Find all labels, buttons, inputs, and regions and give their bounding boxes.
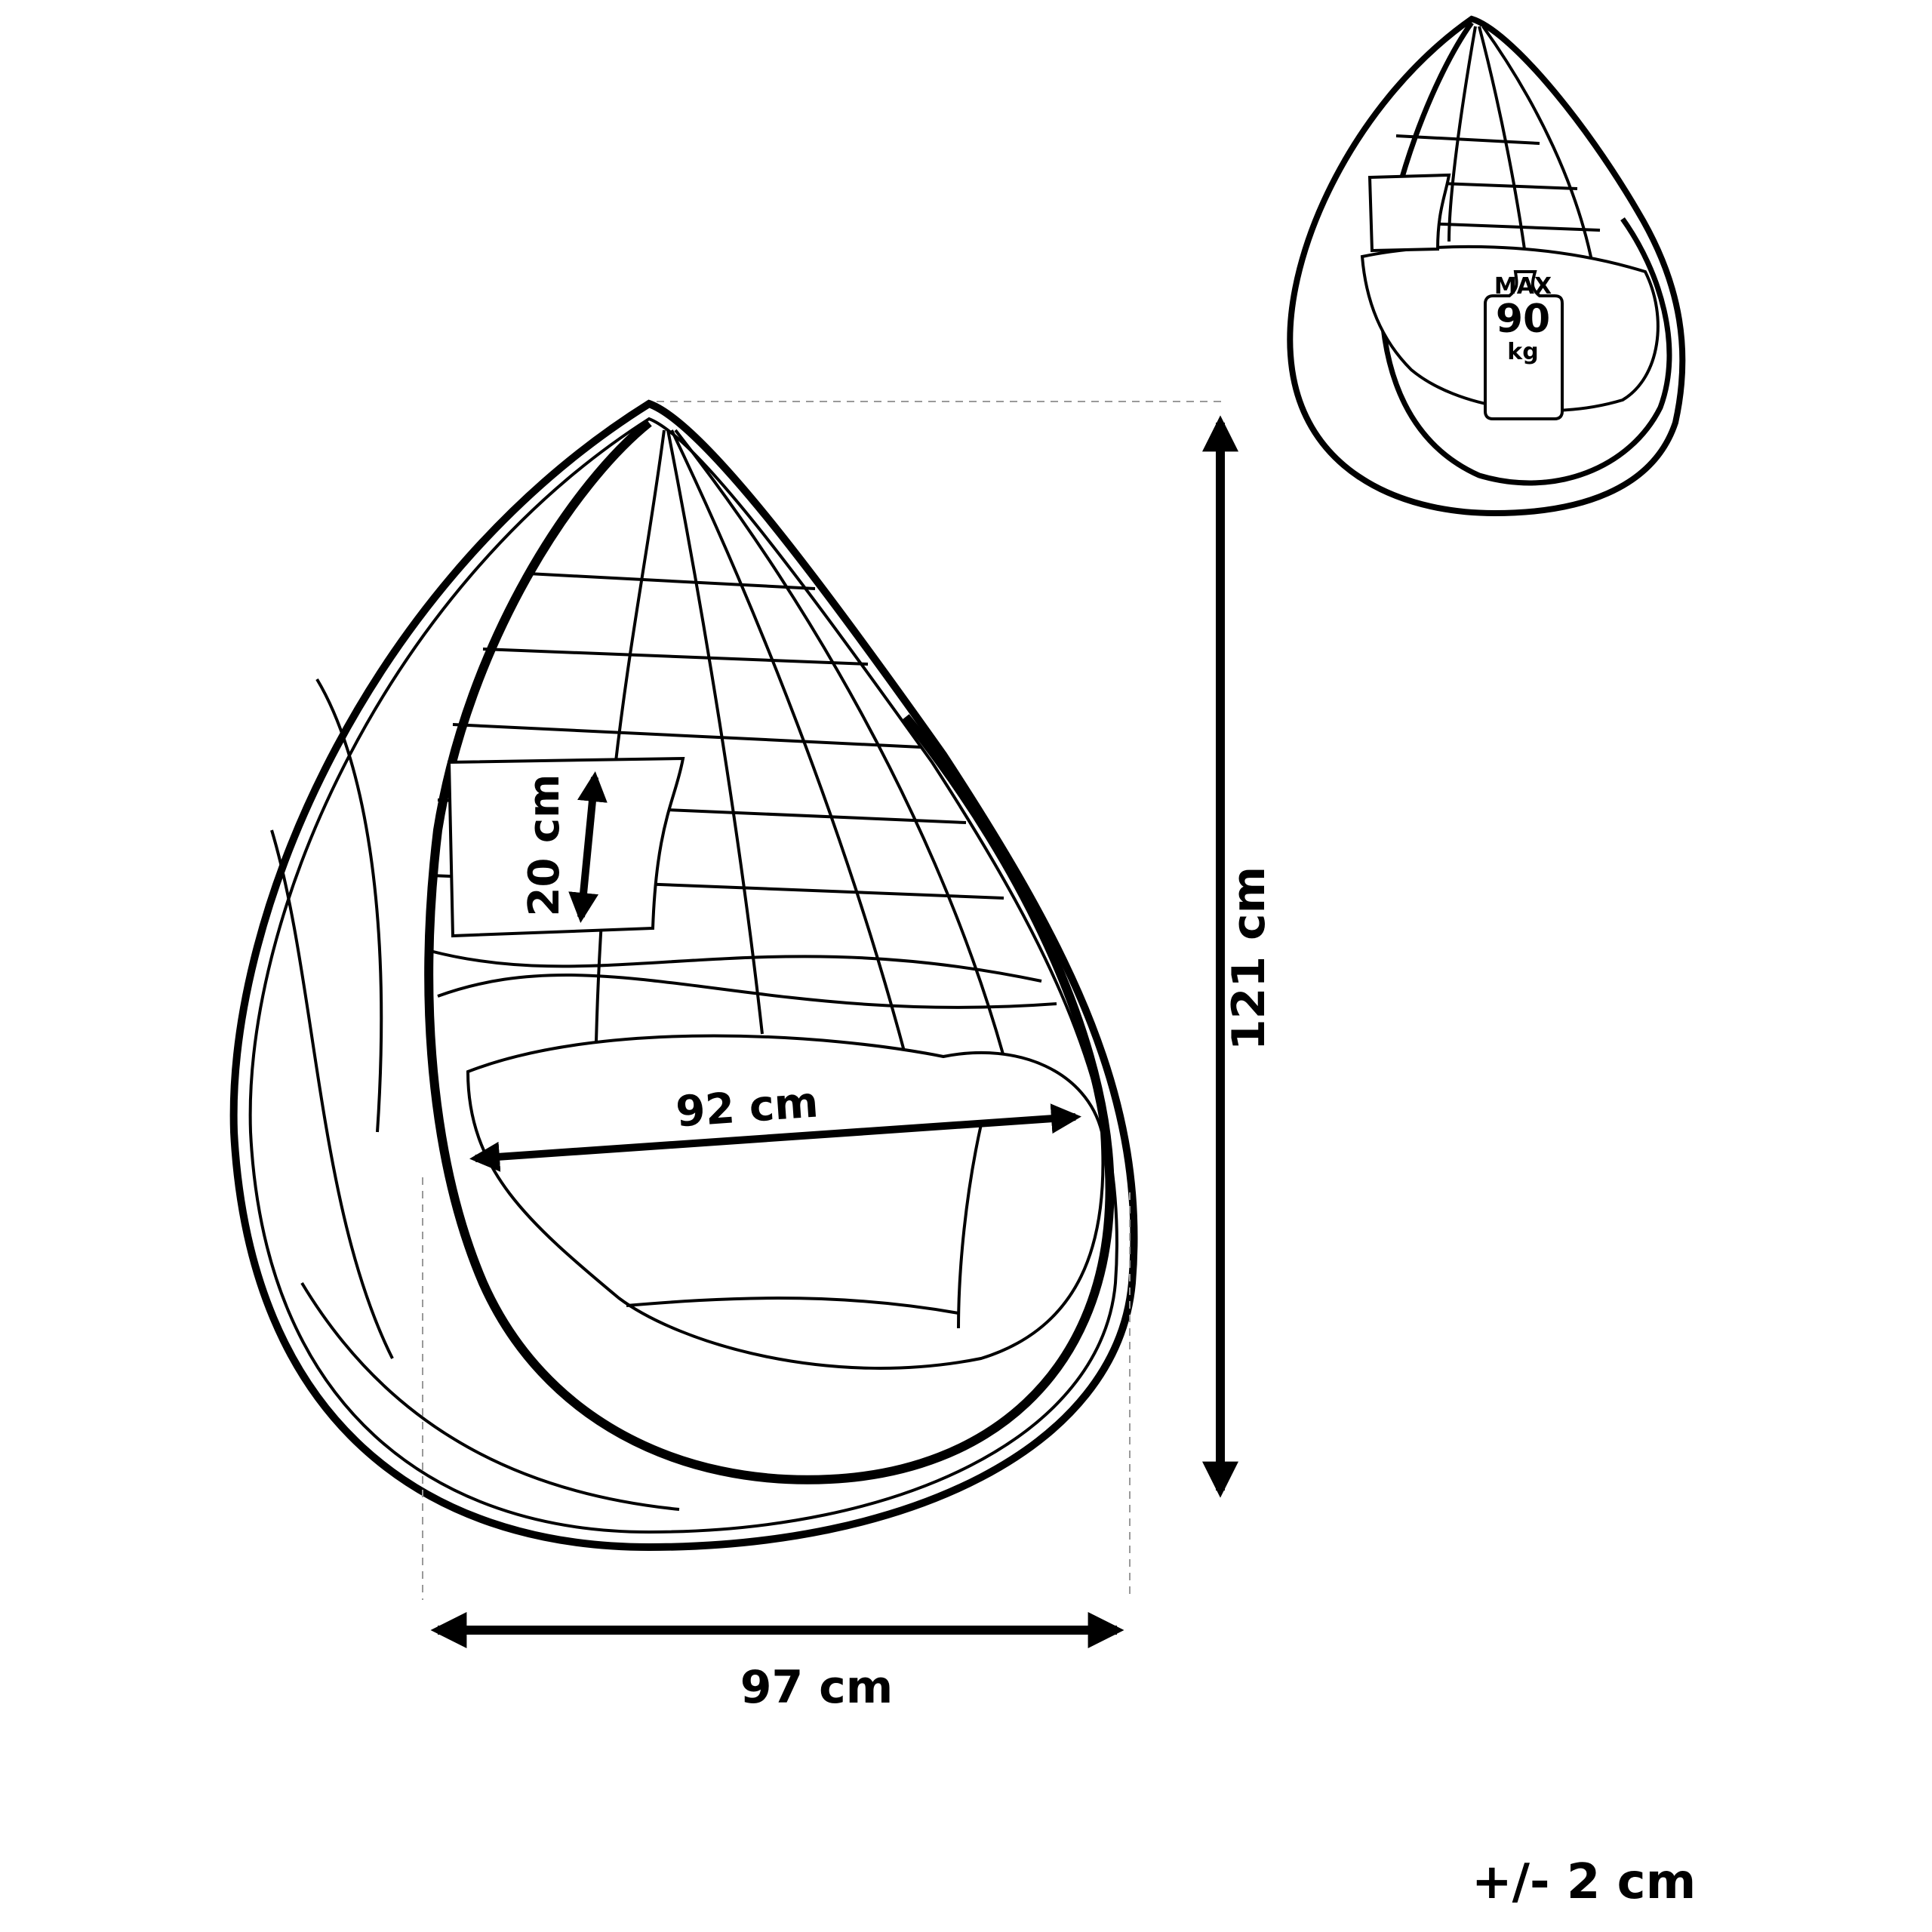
thumbnail-chair-illustration <box>1287 15 1686 517</box>
seat-width-arrow <box>469 1103 1081 1172</box>
main-chair-illustration <box>229 399 1138 1552</box>
max-load-value: 90 <box>1495 297 1551 342</box>
tolerance-label: +/- 2 cm <box>1472 1854 1697 1910</box>
pillow-height-label: 20 cm <box>520 774 569 917</box>
max-load-badge: MAX 90 kg <box>1484 273 1562 365</box>
max-load-unit: kg <box>1507 339 1539 365</box>
max-load-caption: MAX <box>1494 273 1552 300</box>
seat-width-label: 92 cm <box>674 1078 820 1137</box>
dimension-guides <box>422 401 1223 1600</box>
height-label: 121 cm <box>1223 866 1275 1051</box>
dimension-arrows <box>430 415 1238 1648</box>
pillow-height-arrow <box>568 771 608 923</box>
weight-icon <box>1484 270 1564 420</box>
width-label: 97 cm <box>740 1661 894 1714</box>
